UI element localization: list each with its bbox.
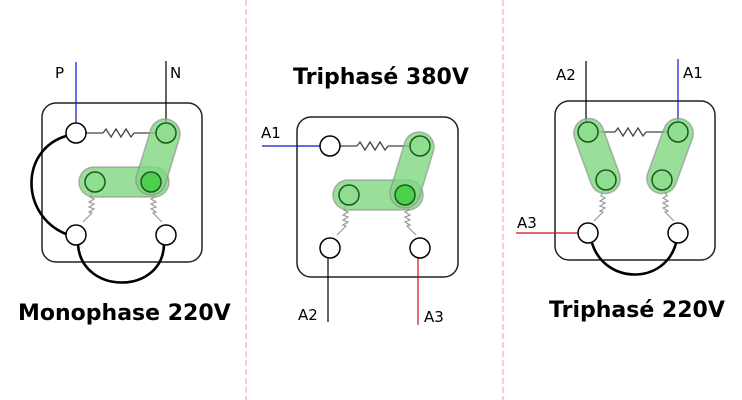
panel-title: Triphasé 380V [293,65,469,90]
panel-title: Monophase 220V [18,301,231,326]
label-a3: A3 [517,214,537,232]
jumper-bottom [590,242,678,276]
panel-tri380: Triphasé 380V A1 A2 A3 [261,65,469,326]
coil-top [356,140,389,152]
terminal-bridged [667,121,689,143]
terminal-bridged [140,171,162,193]
jumper-bottom [76,244,166,284]
terminal-bridged [577,121,599,143]
coil-right [403,204,417,236]
panel-title: Triphasé 220V [549,298,725,323]
terminal-bridged [394,184,416,206]
terminal [65,122,87,144]
coil-left [336,204,350,236]
label-a1: A1 [261,124,281,142]
coil-top [614,126,647,138]
terminal [667,222,689,244]
coil-right [661,190,675,222]
terminal-a1 [319,135,341,157]
label-a2: A2 [298,306,318,324]
terminal-bridged [338,184,360,206]
coil-left [82,191,96,223]
terminal-bridged [84,171,106,193]
label-p: P [55,64,64,82]
terminal-bridged [409,135,431,157]
terminal-bridged [155,122,177,144]
coil-top [102,127,135,139]
terminal [155,224,177,246]
terminal-a2 [319,237,341,259]
terminal-bridged [595,169,617,191]
label-a3: A3 [424,308,444,326]
jumper-left [30,134,67,236]
label-a2: A2 [556,66,576,84]
terminal-bridged [651,169,673,191]
coil-right [149,191,163,223]
panel-monophase: P N Monophase 220V [18,61,231,326]
terminal [65,224,87,246]
terminal-a3 [577,222,599,244]
label-n: N [170,64,181,82]
label-a1: A1 [683,64,703,82]
terminal-a3 [409,237,431,259]
panel-tri220: A2 A1 A3 Triphasé 220V [516,59,725,323]
coil-left [593,190,607,222]
